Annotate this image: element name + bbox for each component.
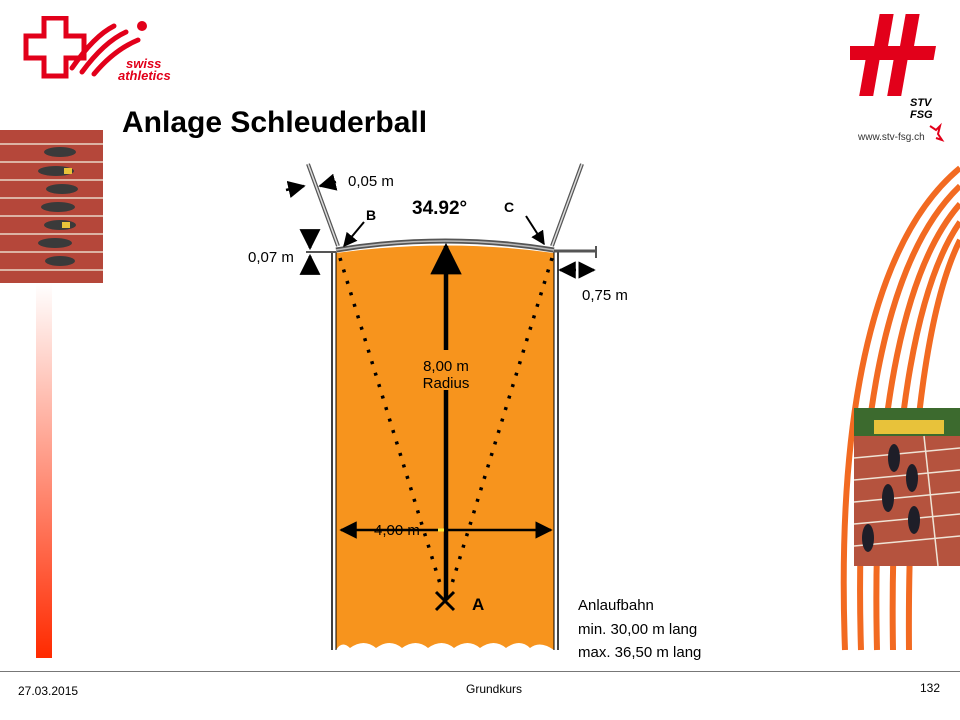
dim-left-label: 0,07 m <box>248 249 294 266</box>
footer-date: 27.03.2015 <box>18 684 79 698</box>
radius-word-label: Radius <box>423 375 470 392</box>
footer-center-text: Grundkurs <box>466 682 523 696</box>
point-b-label: B <box>366 207 376 223</box>
point-a-label: A <box>472 595 484 614</box>
stv-logo: STV FSG www.stv-fsg.ch <box>850 14 945 143</box>
stv-url: www.stv-fsg.ch <box>857 132 925 143</box>
stv-line2: FSG <box>910 109 933 121</box>
throwing-area-diagram: 0,05 m 34.92° B C 0,07 m 0,75 m 8,00 m R… <box>248 163 701 661</box>
gradient-bar <box>36 283 52 658</box>
note-max: max. 36,50 m lang <box>578 644 701 661</box>
swiss-cross-icon <box>23 16 87 79</box>
point-c-label: C <box>504 199 514 215</box>
runner-stripes-icon <box>69 21 147 77</box>
finish-line-photo <box>853 408 960 567</box>
page-number: 132 <box>920 681 941 695</box>
slide-title: Anlage Schleuderball <box>122 106 428 139</box>
swiss-athletics-line1: swiss <box>126 56 161 71</box>
sprint-start-photo <box>0 130 103 283</box>
radius-value-label: 8,00 m <box>423 358 469 375</box>
angle-label: 34.92° <box>412 198 467 219</box>
note-min: min. 30,00 m lang <box>578 621 697 638</box>
dim-right-label: 0,75 m <box>582 287 628 304</box>
swiss-athletics-line2: athletics <box>118 68 171 83</box>
swiss-athletics-logo: swiss athletics <box>23 16 171 83</box>
dim-top-label: 0,05 m <box>348 173 394 190</box>
point-a-marker <box>434 590 456 612</box>
note-title: Anlaufbahn <box>578 597 654 614</box>
footer-divider <box>0 671 960 672</box>
stv-line1: STV <box>910 97 933 109</box>
stv-cross-icon <box>850 14 937 96</box>
width-label: 4,00 m <box>374 522 420 539</box>
